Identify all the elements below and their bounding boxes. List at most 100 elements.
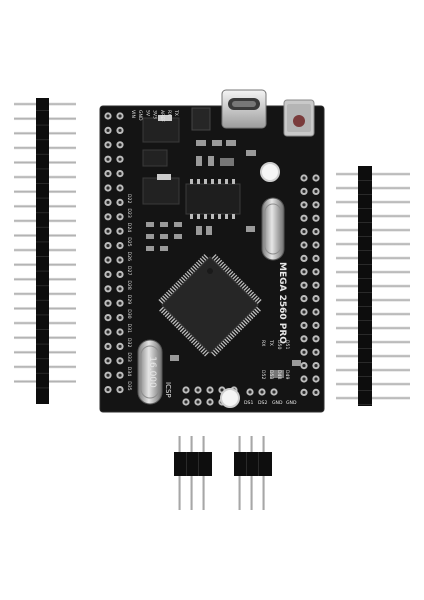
pcb-pad-hole [106, 344, 110, 348]
icsp-label: ICSP [164, 382, 172, 398]
header-divider [36, 358, 49, 360]
header-divider [358, 362, 372, 363]
chip-leg [250, 293, 256, 299]
chip-leg [166, 313, 172, 320]
passive-components [146, 107, 301, 378]
chip-leg [211, 254, 217, 260]
pcb-pad-hole [302, 364, 306, 368]
pin-label: GND [286, 400, 297, 406]
header-divider [36, 212, 49, 214]
pcb-pad-hole [314, 203, 318, 207]
chip-leg [199, 257, 205, 263]
pin-label: D48 [276, 370, 282, 379]
header-divider [36, 124, 49, 126]
header-divider [358, 264, 372, 265]
chip-leg [225, 214, 228, 219]
pcb-pad-hole [302, 216, 306, 220]
pcb-pad-hole [314, 350, 318, 354]
chip-leg [217, 259, 223, 265]
chip-leg [175, 282, 181, 288]
pin-label: DS1 [244, 400, 253, 406]
pcb-pad-hole [314, 256, 318, 260]
pcb-pad-hole [118, 229, 122, 233]
chip-leg [179, 327, 185, 333]
pcb-pad-hole [184, 388, 188, 392]
header-plastic-block [174, 452, 212, 476]
chip-leg [167, 289, 173, 295]
pcb-pad-hole [302, 256, 306, 260]
ldo-chip [142, 174, 180, 205]
chip-leg [237, 280, 243, 286]
chip-leg [235, 278, 241, 284]
chip-leg [233, 276, 240, 282]
pcb-pad-hole [314, 297, 318, 301]
chip-leg [247, 289, 253, 295]
header-pin [336, 340, 410, 344]
pcb-pad-hole [118, 388, 122, 392]
chip-leg [174, 321, 180, 327]
chip-leg [225, 179, 228, 184]
header-pin [336, 186, 410, 190]
pin-label: VIN [130, 110, 136, 118]
right-pin-header [336, 166, 410, 406]
pcb-pad-hole [314, 310, 318, 314]
pcb-pad-hole [302, 189, 306, 193]
chip-leg [245, 287, 251, 293]
chip-leg [170, 317, 176, 323]
chip-leg [189, 336, 195, 342]
pin-label: AREF [159, 110, 165, 122]
header-divider [36, 299, 49, 301]
chip-leg [226, 269, 232, 275]
chip-leg [197, 214, 200, 219]
header-divider [358, 292, 372, 293]
pcb-pad-hole [302, 337, 306, 341]
pcb-pad-hole [106, 128, 110, 132]
header-divider [36, 372, 49, 374]
pcb-pad-hole [302, 203, 306, 207]
pcb-pad-hole [314, 189, 318, 193]
usb-serial-chip [185, 179, 241, 219]
header-divider [198, 452, 199, 476]
chip-leg [195, 261, 202, 267]
pin-label: D28 [126, 280, 132, 289]
chip-leg [242, 319, 248, 325]
pcb-pad-hole [314, 176, 318, 180]
chip-leg [238, 323, 245, 329]
chip-leg [162, 310, 168, 316]
pcb-pad-hole [106, 244, 110, 248]
chip-leg [192, 265, 198, 271]
pin-label: D53 [268, 370, 274, 379]
chip-leg [158, 299, 164, 305]
pin-label: GND [272, 400, 283, 406]
header-divider [358, 222, 372, 223]
chip-leg [190, 179, 193, 184]
header-pin [336, 200, 410, 204]
pcb-pad-hole [106, 186, 110, 190]
chip-leg [255, 306, 261, 312]
chip-leg [240, 321, 246, 327]
header-pin [336, 326, 410, 330]
chip-leg [177, 325, 183, 331]
chip-leg [215, 257, 221, 263]
chip-leg [210, 351, 216, 357]
crystal-16mhz: 16.000 [137, 339, 163, 405]
chip-leg [190, 267, 196, 273]
chip-leg [197, 179, 200, 184]
header-pin [336, 270, 410, 274]
chip-leg [198, 345, 204, 351]
header-divider [358, 348, 372, 349]
pcb-pad-hole [314, 230, 318, 234]
chip-leg [252, 295, 258, 301]
chip-leg [211, 179, 214, 184]
header-divider [36, 256, 49, 257]
pcb-pad-hole [106, 143, 110, 147]
header-divider [186, 452, 187, 476]
pin-label: D22 [126, 194, 132, 203]
pcb-pad-hole [302, 243, 306, 247]
pcb-pad-hole [248, 390, 252, 394]
chip-leg [185, 332, 191, 338]
pcb-pad-hole [314, 323, 318, 327]
pcb-pad-hole [118, 215, 122, 219]
